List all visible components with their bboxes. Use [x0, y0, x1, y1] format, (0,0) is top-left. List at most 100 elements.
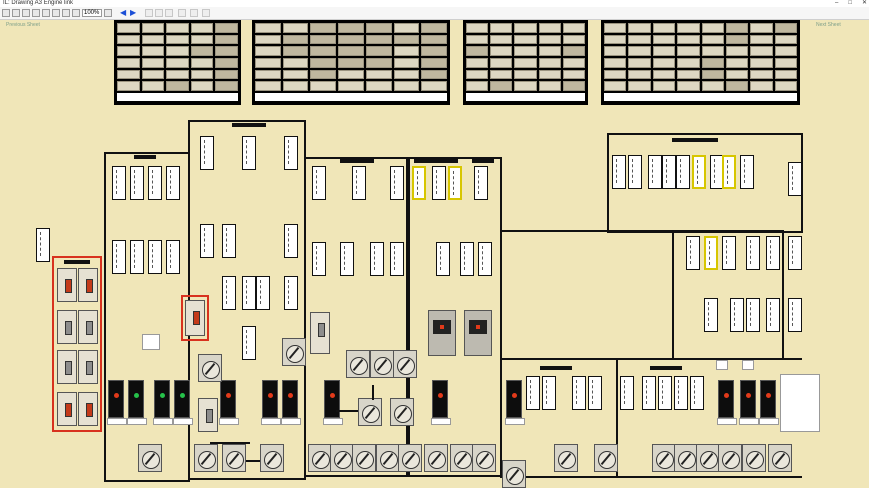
breaker-control[interactable] [428, 310, 456, 356]
meter-gauge[interactable] [612, 155, 626, 189]
zoom-in-icon[interactable] [32, 9, 40, 17]
open-icon[interactable] [2, 9, 10, 17]
meter-gauge[interactable] [222, 276, 236, 310]
rotary-switch[interactable] [393, 350, 417, 378]
settings-icon[interactable] [202, 9, 210, 17]
meter-gauge[interactable] [690, 376, 704, 410]
meter-gauge[interactable] [730, 298, 744, 332]
meter-gauge[interactable] [432, 166, 446, 200]
meter-gauge[interactable] [370, 242, 384, 276]
meter-gauge[interactable] [36, 228, 50, 262]
indicator-lamp-module[interactable] [127, 380, 147, 425]
rotary-switch[interactable] [390, 398, 414, 426]
rotary-switch[interactable] [358, 398, 382, 426]
rotary-switch[interactable] [282, 338, 306, 366]
meter-gauge[interactable] [340, 242, 354, 276]
minimize-button[interactable]: – [835, 0, 839, 6]
breaker-control[interactable] [464, 310, 492, 356]
meter-gauge[interactable] [746, 236, 760, 270]
rotary-switch[interactable] [198, 354, 222, 382]
meter-gauge[interactable] [572, 376, 586, 410]
meter-gauge[interactable] [474, 166, 488, 200]
rotary-switch[interactable] [674, 444, 698, 472]
meter-gauge[interactable] [704, 298, 718, 332]
meter-gauge[interactable] [200, 224, 214, 258]
meter-gauge[interactable] [542, 376, 556, 410]
selector-control[interactable] [310, 312, 330, 354]
zoom-level-field[interactable]: 100% [82, 9, 102, 17]
meter-gauge[interactable] [166, 240, 180, 274]
meter-gauge[interactable] [148, 166, 162, 200]
meter-gauge[interactable] [766, 236, 780, 270]
switch-control[interactable] [57, 392, 77, 426]
rotary-switch[interactable] [308, 444, 332, 472]
rotary-switch[interactable] [718, 444, 742, 472]
switch-control[interactable] [185, 300, 205, 336]
meter-gauge[interactable] [788, 298, 802, 332]
meter-gauge[interactable] [686, 236, 700, 270]
indicator-lamp-module[interactable] [219, 380, 239, 425]
print-icon[interactable] [12, 9, 20, 17]
meter-gauge[interactable] [352, 166, 366, 200]
meter-gauge[interactable] [766, 298, 780, 332]
rotary-switch[interactable] [330, 444, 354, 472]
rotary-switch[interactable] [472, 444, 496, 472]
rotary-switch[interactable] [370, 350, 394, 378]
meter-gauge[interactable] [662, 155, 676, 189]
close-button[interactable]: ✕ [861, 0, 867, 6]
switch-control[interactable] [57, 310, 77, 344]
next-page-icon[interactable] [165, 9, 173, 17]
indicator-lamp-module[interactable] [739, 380, 759, 425]
switch-control[interactable] [57, 268, 77, 302]
rotary-switch[interactable] [398, 444, 422, 472]
arrow-right-icon[interactable]: ▶ [130, 8, 137, 17]
switch-control[interactable] [57, 350, 77, 384]
meter-gauge[interactable] [312, 242, 326, 276]
indicator-lamp-module[interactable] [759, 380, 779, 425]
last-page-icon[interactable] [178, 9, 186, 17]
meter-gauge[interactable] [284, 276, 298, 310]
meter-gauge[interactable] [112, 240, 126, 274]
meter-gauge[interactable] [588, 376, 602, 410]
meter-gauge[interactable] [628, 155, 642, 189]
maximize-button[interactable]: □ [848, 0, 852, 6]
first-page-icon[interactable] [145, 9, 153, 17]
switch-control[interactable] [78, 392, 98, 426]
indicator-lamp-module[interactable] [717, 380, 737, 425]
rotary-switch[interactable] [768, 444, 792, 472]
rotary-switch[interactable] [222, 444, 246, 472]
arrow-left-icon[interactable]: ◀ [120, 8, 127, 17]
rotary-switch[interactable] [346, 350, 370, 378]
meter-gauge[interactable] [390, 242, 404, 276]
indicator-lamp-module[interactable] [505, 380, 525, 425]
meter-gauge-highlighted[interactable] [722, 155, 736, 189]
meter-gauge[interactable] [460, 242, 474, 276]
meter-gauge[interactable] [676, 155, 690, 189]
switch-control[interactable] [78, 350, 98, 384]
rotary-switch[interactable] [652, 444, 676, 472]
meter-gauge[interactable] [658, 376, 672, 410]
meter-gauge[interactable] [112, 166, 126, 200]
meter-gauge[interactable] [130, 240, 144, 274]
meter-gauge[interactable] [166, 166, 180, 200]
meter-gauge[interactable] [648, 155, 662, 189]
fit-width-icon[interactable] [62, 9, 70, 17]
rotary-switch[interactable] [594, 444, 618, 472]
dropdown-icon[interactable] [104, 9, 112, 17]
meter-gauge[interactable] [674, 376, 688, 410]
layers-icon[interactable] [190, 9, 198, 17]
pan-icon[interactable] [72, 9, 80, 17]
rotary-switch[interactable] [352, 444, 376, 472]
rotary-switch[interactable] [376, 444, 400, 472]
meter-gauge[interactable] [242, 276, 256, 310]
meter-gauge[interactable] [722, 236, 736, 270]
meter-gauge[interactable] [222, 224, 236, 258]
meter-gauge[interactable] [284, 136, 298, 170]
switch-control[interactable] [78, 268, 98, 302]
indicator-lamp-module[interactable] [153, 380, 173, 425]
meter-gauge-highlighted[interactable] [448, 166, 462, 200]
rotary-switch[interactable] [450, 444, 474, 472]
meter-gauge[interactable] [436, 242, 450, 276]
meter-gauge[interactable] [284, 224, 298, 258]
meter-gauge[interactable] [746, 298, 760, 332]
